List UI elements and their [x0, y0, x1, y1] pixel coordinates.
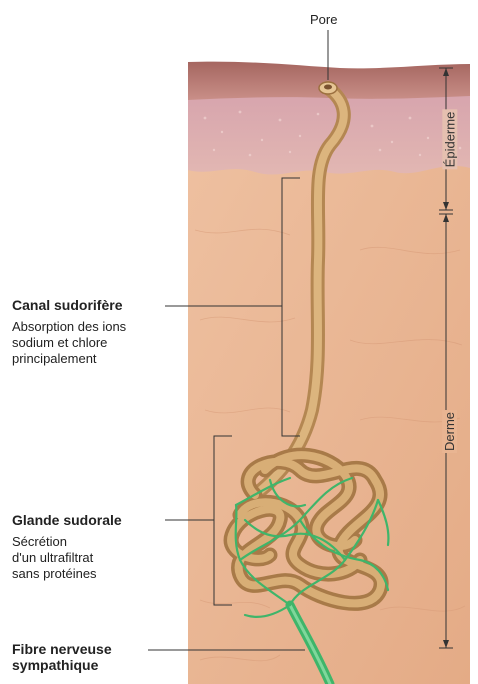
canal-desc-line-2: sodium et chlore — [12, 335, 172, 351]
glande-desc-line-1: Sécrétion — [12, 534, 172, 550]
canal-annotation: Canal sudorifère Absorption des ions sod… — [12, 297, 172, 367]
epidermis-label: Épiderme — [442, 110, 457, 170]
glande-annotation: Glande sudorale Sécrétion d'un ultrafilt… — [12, 512, 172, 582]
fibre-title-line-1: Fibre nerveuse — [12, 641, 152, 657]
glande-desc-line-2: d'un ultrafiltrat — [12, 550, 172, 566]
glande-desc-line-3: sans protéines — [12, 566, 172, 582]
fibre-annotation: Fibre nerveuse sympathique — [12, 641, 152, 673]
pore-label: Pore — [310, 12, 337, 28]
glande-title: Glande sudorale — [12, 512, 172, 528]
derme-label: Derme — [442, 410, 457, 453]
canal-title: Canal sudorifère — [12, 297, 172, 313]
fibre-title-line-2: sympathique — [12, 657, 152, 673]
canal-desc-line-3: principalement — [12, 351, 172, 367]
canal-desc-line-1: Absorption des ions — [12, 319, 172, 335]
